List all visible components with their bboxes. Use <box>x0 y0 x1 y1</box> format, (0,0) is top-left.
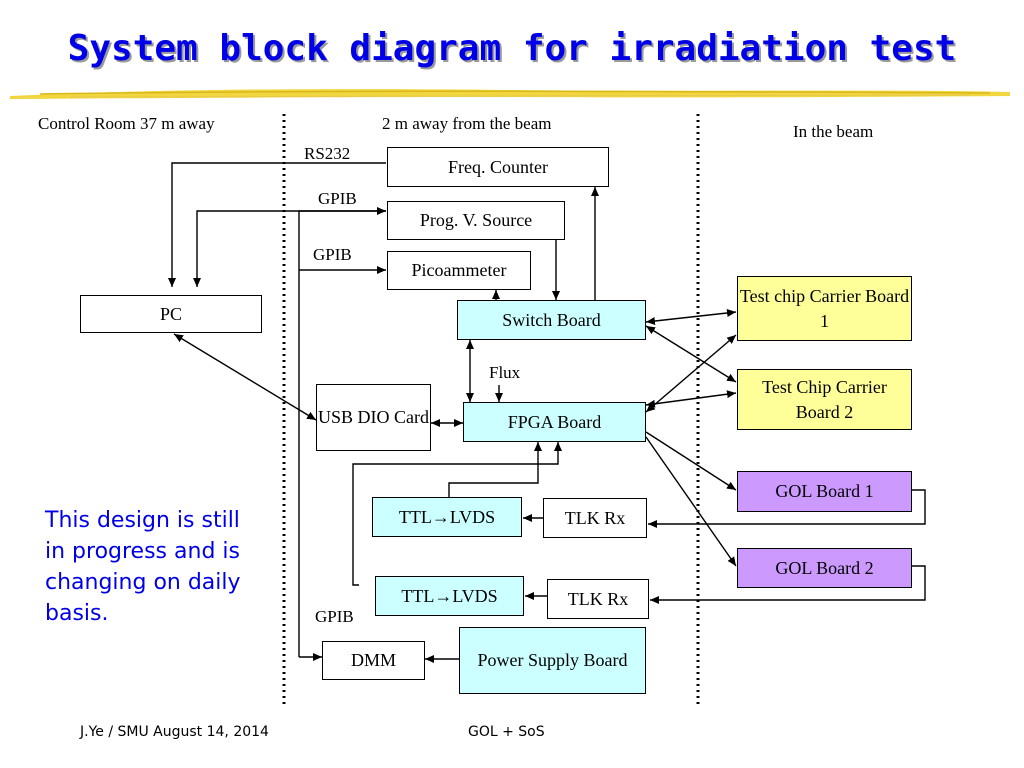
block-ttl-lvds-1: TTL→LVDS <box>372 497 522 537</box>
wire-ttl1-fpga <box>448 442 542 497</box>
block-ttl-lvds-2: TTL→LVDS <box>375 576 524 616</box>
title-underline-brush <box>10 89 1010 99</box>
label-rs232: RS232 <box>304 144 351 163</box>
block-pc: PC <box>80 295 262 333</box>
block-usb-dio-card: USB DIO Card <box>316 384 431 451</box>
zone-control-room: Control Room 37 m away <box>38 114 215 133</box>
wire-gol2-tlk2 <box>650 565 926 604</box>
footer-topic: GOL + SoS <box>468 724 545 740</box>
block-test-chip-carrier-1: Test chip Carrier Board 1 <box>737 276 912 341</box>
block-tlk-rx-2: TLK Rx <box>547 579 649 619</box>
wire-fpga-tcc2 <box>645 390 737 408</box>
block-test-chip-carrier-2: Test Chip Carrier Board 2 <box>737 369 912 430</box>
zone-in-beam: In the beam <box>793 122 874 141</box>
block-gol-board-1: GOL Board 1 <box>737 471 912 512</box>
wire-switch-tcc1 <box>645 309 737 325</box>
block-fpga-board: FPGA Board <box>463 402 646 442</box>
progress-note: This design is still in progress and is … <box>45 508 241 626</box>
label-gpib-3: GPIB <box>315 607 354 626</box>
block-dmm: DMM <box>322 641 425 680</box>
zone-near-beam: 2 m away from the beam <box>382 114 552 133</box>
footer-author-date: J.Ye / SMU August 14, 2014 <box>80 724 269 740</box>
wire-pc-usb <box>173 333 317 421</box>
block-prog-v-source: Prog. V. Source <box>387 201 565 240</box>
label-gpib-2: GPIB <box>313 245 352 264</box>
block-freq-counter: Freq. Counter <box>387 147 609 187</box>
block-picoammeter: Picoammeter <box>387 251 531 290</box>
wire-fpga-gol1 <box>645 431 737 491</box>
block-tlk-rx-1: TLK Rx <box>543 498 647 538</box>
slide-title: System block diagram for irradiation tes… <box>67 28 957 69</box>
block-switch-board: Switch Board <box>457 300 646 340</box>
wire-fpga-gol2 <box>645 436 737 567</box>
wire-ttl2-fpga <box>352 442 562 586</box>
wire-rs232 <box>168 162 386 287</box>
wire-gpib-pc <box>193 210 386 287</box>
block-gol-board-2: GOL Board 2 <box>737 548 912 588</box>
block-power-supply-board: Power Supply Board <box>459 627 646 694</box>
label-flux: Flux <box>489 363 521 382</box>
wire-gol1-tlk1 <box>648 489 926 528</box>
label-gpib-1: GPIB <box>318 189 357 208</box>
